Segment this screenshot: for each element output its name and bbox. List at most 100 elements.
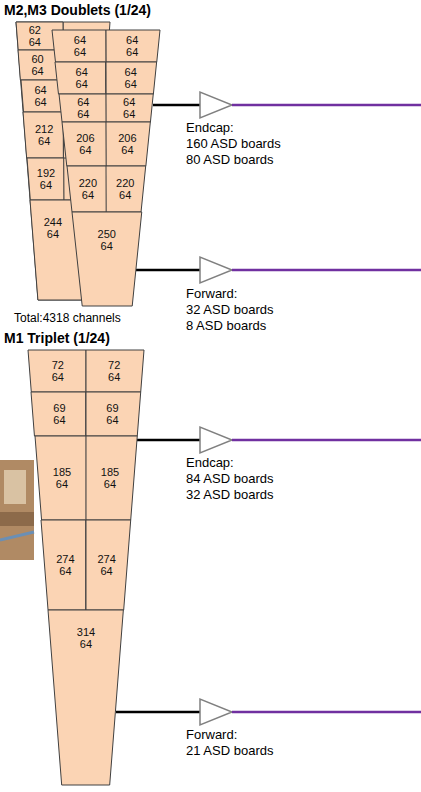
- wedge-cell: 22064: [67, 166, 107, 212]
- channel-count: 250: [98, 228, 116, 240]
- wedge-cell: 6464: [59, 94, 106, 122]
- wedge-cell: 6964: [31, 392, 86, 436]
- photo-detail: [4, 470, 26, 504]
- amplifier-symbol: [200, 92, 232, 118]
- cable-line: [136, 269, 200, 272]
- channel-count: 64: [76, 66, 88, 78]
- section-heading: M1 Triplet (1/24): [4, 330, 110, 346]
- channel-count: 72: [108, 359, 120, 371]
- annotation-text: 84 ASD boards: [186, 471, 273, 487]
- channel-count: 185: [53, 466, 71, 478]
- wedge-cell: 25064: [72, 212, 142, 306]
- cell-text-group: 6064: [31, 53, 43, 77]
- channel-count: 64: [101, 478, 119, 490]
- cell-outline: [48, 610, 123, 785]
- annotation-text: Forward:: [186, 727, 237, 743]
- cell-outline: [31, 392, 86, 436]
- cell-outline: [62, 122, 106, 166]
- cable-line: [153, 104, 200, 107]
- cable-line: [137, 439, 200, 442]
- channel-count: 64: [123, 96, 135, 108]
- channel-count: 314: [77, 626, 95, 638]
- cell-text-group: 6464: [126, 34, 138, 58]
- wedge-cell: 31464: [48, 610, 123, 785]
- channel-count: 192: [37, 167, 55, 179]
- channel-count: 64: [98, 240, 116, 252]
- cell-outline: [67, 166, 107, 212]
- wedge-cell: 6464: [106, 62, 157, 94]
- channel-count: 64: [44, 228, 62, 240]
- cell-outline: [41, 520, 86, 610]
- photo-detail: [0, 512, 34, 526]
- section-heading: M2,M3 Doublets (1/24): [4, 2, 151, 18]
- wedge-cell: 27464: [41, 520, 86, 610]
- cell-outline: [55, 62, 106, 94]
- cell-outline: [86, 436, 137, 520]
- channel-count: 64: [34, 96, 46, 108]
- cell-outline: [35, 436, 86, 520]
- channel-count: 64: [29, 36, 41, 48]
- wedge-cell: 6464: [52, 30, 106, 62]
- cell-text-group: 21264: [35, 123, 53, 147]
- annotation-text: 160 ASD boards: [186, 136, 281, 152]
- amplifier-symbol: [200, 427, 232, 453]
- cell-outline: [72, 212, 142, 306]
- channel-count: 64: [77, 108, 89, 120]
- channel-count: 64: [77, 96, 89, 108]
- annotation-text: 8 ASD boards: [186, 318, 266, 334]
- signal-line: [232, 104, 421, 107]
- annotation-text: Total:4318 channels: [14, 310, 121, 326]
- annotation-text: 21 ASD boards: [186, 743, 273, 759]
- cell-text-group: 20664: [118, 132, 136, 156]
- channel-count: 244: [44, 216, 62, 228]
- wedge-cell: 20664: [106, 122, 150, 166]
- channel-count: 60: [31, 53, 43, 65]
- amplifier-symbol: [200, 257, 232, 283]
- cell-outline: [106, 94, 153, 122]
- cell-outline: [28, 350, 86, 392]
- wedge-cell: 6464: [21, 80, 64, 112]
- channel-count: 64: [108, 371, 120, 383]
- cell-text-group: 6464: [76, 66, 88, 90]
- cell-text-group: 27464: [56, 553, 74, 577]
- wedge-cell: 19264: [27, 158, 64, 200]
- cell-text-group: 6464: [77, 96, 89, 120]
- channel-count: 64: [76, 144, 94, 156]
- channel-count: 69: [106, 402, 118, 414]
- channel-count: 64: [31, 65, 43, 77]
- channel-count: 64: [76, 78, 88, 90]
- annotation-text: Forward:: [186, 286, 237, 302]
- channel-count: 185: [101, 466, 119, 478]
- cell-text-group: 22064: [116, 177, 134, 201]
- wedge-cell: 18564: [35, 436, 86, 520]
- cell-text-group: 6964: [53, 402, 65, 426]
- channel-count: 64: [35, 135, 53, 147]
- channel-count: 64: [34, 84, 46, 96]
- cell-outline: [52, 30, 106, 62]
- cable-line: [116, 711, 200, 714]
- cell-outline: [106, 30, 160, 62]
- channel-count: 64: [52, 371, 64, 383]
- cell-text-group: 18564: [101, 466, 119, 490]
- channel-count: 64: [77, 638, 95, 650]
- signal-line: [232, 711, 421, 714]
- cell-outline: [106, 166, 146, 212]
- cell-shape: [72, 212, 142, 306]
- cell-text-group: 31464: [77, 626, 95, 650]
- channel-count: 64: [53, 478, 71, 490]
- wedge-cell: 7264: [28, 350, 86, 392]
- wedge-cell: 21264: [23, 112, 63, 158]
- channel-count: 64: [56, 565, 74, 577]
- cell-text-group: 6964: [106, 402, 118, 426]
- wedge-cell: 27464: [86, 520, 131, 610]
- cell-outline: [106, 122, 150, 166]
- cell-text-group: 22064: [79, 177, 97, 201]
- channel-count: 64: [74, 46, 86, 58]
- channel-count: 206: [76, 132, 94, 144]
- channel-count: 64: [74, 34, 86, 46]
- channel-count: 69: [53, 402, 65, 414]
- cell-text-group: 6464: [34, 84, 46, 108]
- photo-detail: [0, 532, 34, 540]
- annotation-text: Endcap:: [186, 455, 234, 471]
